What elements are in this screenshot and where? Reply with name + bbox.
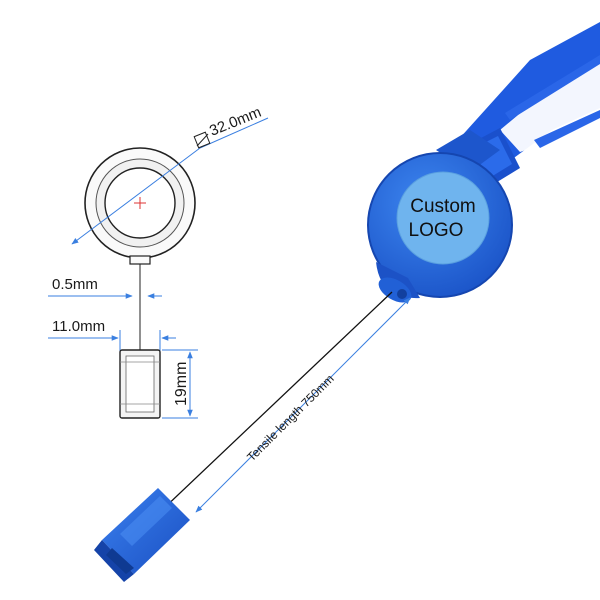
cord-dimension: 0.5mm xyxy=(48,276,162,299)
logo-disc: Custom LOGO xyxy=(396,171,490,265)
logo-line1: Custom xyxy=(410,196,475,217)
reel-outline-drawing xyxy=(84,147,196,265)
clip-outline-drawing xyxy=(119,349,161,419)
cord-label: 0.5mm xyxy=(52,276,98,293)
clip-width-dimension: 11.0mm xyxy=(48,318,176,352)
retractable-cord xyxy=(159,291,393,513)
clip-height-label: 19mm xyxy=(173,362,190,406)
badge-reel-product: Custom LOGO Tensile length 750mm xyxy=(94,22,600,582)
tensile-dimension: Tensile length 750mm xyxy=(195,297,411,513)
clip-height-dimension: 19mm xyxy=(162,349,198,419)
logo-line2: LOGO xyxy=(409,220,464,241)
diameter-label: 32.0mm xyxy=(207,104,264,140)
clip-width-label: 11.0mm xyxy=(52,318,105,335)
technical-drawing: 32.0mm 0.5mm 11.0mm xyxy=(48,104,269,419)
tensile-label: Tensile length 750mm xyxy=(244,372,336,464)
cord-end-clip xyxy=(94,488,190,582)
